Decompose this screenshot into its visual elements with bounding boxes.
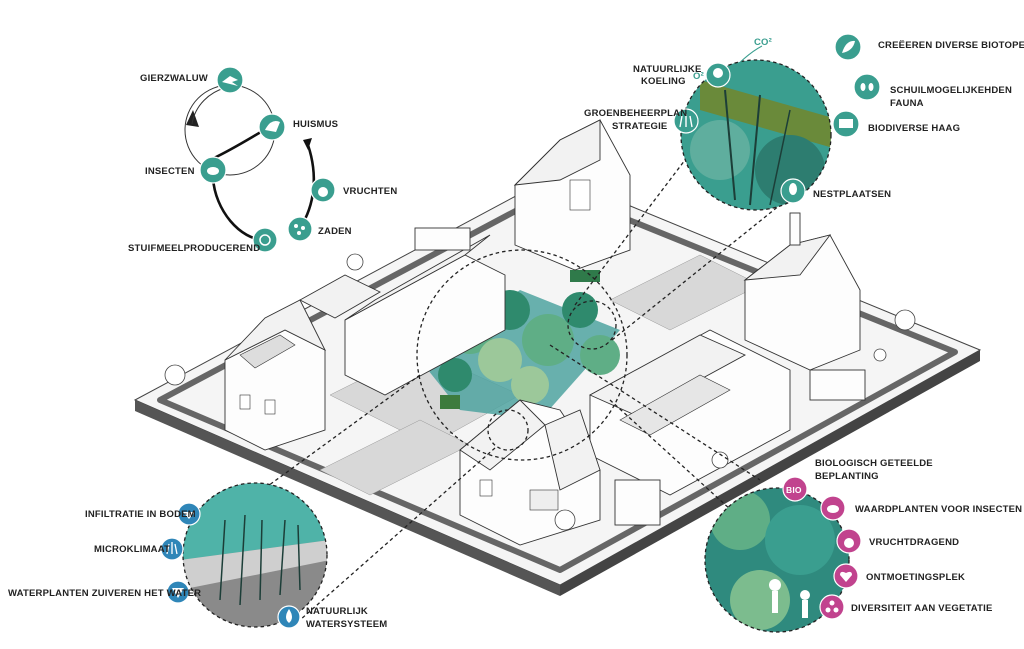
house-right (743, 212, 866, 401)
microclimate-label: MICROKLIMAAT (94, 544, 170, 555)
hedge-label: BIODIVERSE HAAG (868, 123, 960, 134)
stars-icon (819, 594, 845, 620)
house-left (224, 299, 327, 451)
bio-badge-text: BIO (786, 485, 802, 495)
water-system-label-1: NATUURLIJK (306, 606, 368, 617)
shelter-label-2: FAUNA (890, 98, 924, 109)
bio-badge-icon (782, 476, 808, 502)
cycle-label-pollen: STUIFMEELPRODUCEREND (128, 243, 260, 254)
cooling-label-2: KOELING (641, 76, 686, 87)
flower-icon (252, 227, 278, 253)
diversity-label: DIVERSITEIT AAN VEGETATIE (851, 603, 993, 614)
magnifier-hedge: CO² O² NATUURLIJKE KOELING GROENBEHEERPL… (584, 33, 1024, 211)
magnifier-water: INFILTRATIE IN BODEM MICROKLIMAAT WATERP… (8, 482, 387, 630)
bio-planting-label-2: BEPLANTING (815, 471, 879, 482)
magnifier-meeting: BIO BIOLOGISCH GETEELDE BEPLANTING WAARD… (704, 458, 1022, 633)
footprints-icon (853, 73, 881, 101)
strategy-label-1: GROENBEHEERPLAN (584, 108, 687, 119)
cycle-label-swallow: GIERZWALUW (140, 73, 208, 84)
o2-label: O² (693, 71, 704, 82)
water-focus-circle (487, 409, 529, 451)
water-system-label-2: WATERSYSTEEM (306, 619, 387, 630)
house-top (513, 119, 631, 271)
houses (164, 119, 916, 546)
cycle-label-sparrow: HUISMUS (293, 119, 338, 130)
meeting-label: ONTMOETINGSPLEK (866, 572, 965, 583)
center-focus-circle (416, 249, 628, 461)
host-plants-label: WAARDPLANTEN VOOR INSECTEN (855, 504, 1022, 515)
seeds-icon (287, 216, 313, 242)
fruit-label: VRUCHTDRAGEND (869, 537, 959, 548)
biotopes-label: CREËEREN DIVERSE BIOTOPEN (878, 40, 1024, 51)
cycle-label-seeds: ZADEN (318, 226, 352, 237)
infiltration-label: INFILTRATIE IN BODEM (85, 509, 196, 520)
bio-planting-label-1: BIOLOGISCH GETEELDE (815, 458, 933, 469)
co2-label: CO² (754, 37, 772, 48)
cycle-label-fruit: VRUCHTEN (343, 186, 397, 197)
cycle-label-insects: INSECTEN (145, 166, 195, 177)
strategy-label-2: STRATEGIE (612, 121, 667, 132)
ecology-cycle: GIERZWALUW HUISMUS VRUCHTEN ZADEN STUIFM… (128, 66, 397, 254)
row-left (299, 227, 506, 396)
cooling-label-1: NATUURLIJKE (633, 64, 702, 75)
hedge-focus-circle (567, 300, 617, 350)
shelter-label-1: SCHUILMOGELIJKEHDEN (890, 85, 1012, 96)
nests-label: NESTPLAATSEN (813, 189, 891, 200)
water-plants-label: WATERPLANTEN ZUIVEREN HET WATER (8, 588, 201, 599)
